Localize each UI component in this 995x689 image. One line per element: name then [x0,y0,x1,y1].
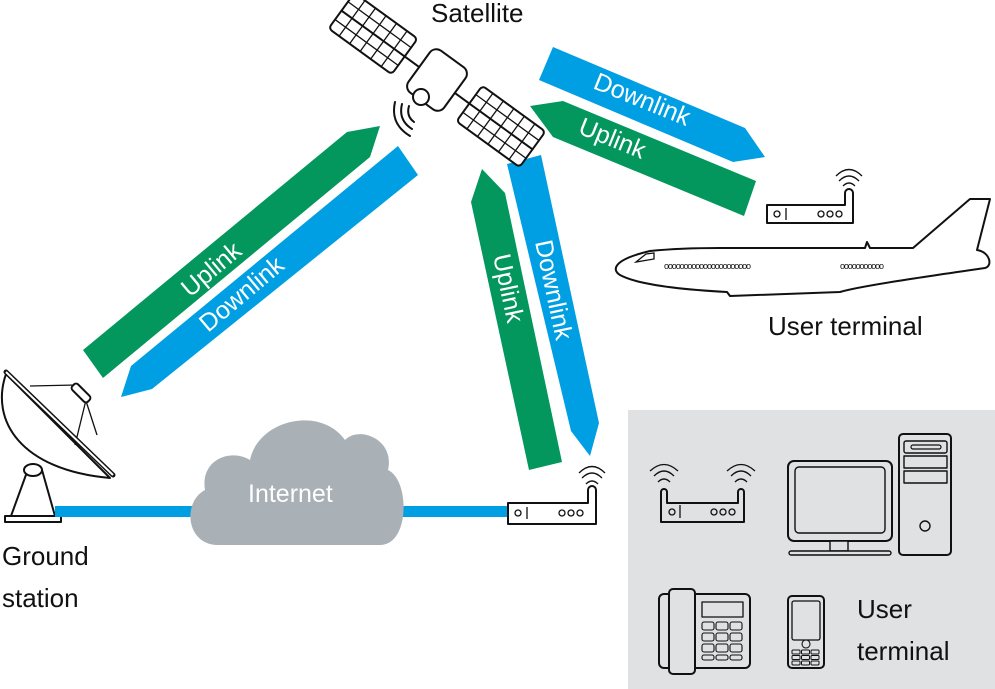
router-satellite-links: Uplink Downlink [471,155,599,470]
phone-key [729,632,743,642]
mobile-nav-button [801,639,811,649]
phone-key [729,654,743,661]
desktop-computer-icon [787,433,952,556]
phone-key [715,632,729,642]
ground-station-label-line2: station [2,583,79,613]
desk-phone-icon [658,588,751,675]
mobile-key [801,655,810,660]
ground-terminal-label-line2: terminal [857,636,949,666]
phone-key [715,643,729,653]
satellite-icon [329,0,545,167]
aircraft-rear-windows: ooooooooooo [840,261,884,271]
mobile-key [810,660,820,666]
router-downlink-label: Downlink [529,237,578,343]
ground-downlink-arrow [121,146,418,397]
satellite-label: Satellite [431,0,524,28]
aircraft-icon: oooooooooooooooooooooo ooooooooooo [614,198,991,297]
aircraft-front-windows: oooooooooooooooooooooo [664,261,751,271]
mobile-key [801,649,810,655]
desk-phone-keypad [701,621,743,661]
phone-key [701,643,715,653]
ground-station-label-line1: Ground [2,541,89,571]
ground-satellite-links: Uplink Downlink [83,126,418,397]
mobile-phone-icon [787,595,825,669]
mobile-key [791,649,801,655]
phone-key [715,654,729,661]
phone-key [729,621,743,631]
mobile-key [810,655,820,660]
mobile-key [791,660,801,666]
router-downlink-arrow [507,155,599,456]
phone-key [715,621,729,631]
aircraft-uplink-arrow [530,101,756,216]
wifi-router-icon [649,463,756,523]
aircraft-downlink-arrow [539,47,765,162]
mobile-key [801,660,810,666]
mobile-phone-keypad [791,639,820,666]
aircraft-router-icon [766,168,863,224]
phone-key [701,654,715,661]
aircraft-terminal-label: User terminal [768,311,923,341]
mobile-key [810,649,820,655]
internet-label: Internet [248,480,333,508]
aircraft-satellite-links: Downlink Uplink [530,47,765,216]
phone-key [701,632,715,642]
ground-uplink-arrow [83,126,380,378]
ground-station-dish-icon [1,369,116,523]
mobile-key [791,655,801,660]
router-uplink-arrow [471,169,562,470]
internet-cloud-icon [190,420,404,545]
router-icon [507,465,606,525]
phone-key [729,643,743,653]
ground-terminal-label-line1: User [857,594,912,624]
phone-key [701,621,715,631]
